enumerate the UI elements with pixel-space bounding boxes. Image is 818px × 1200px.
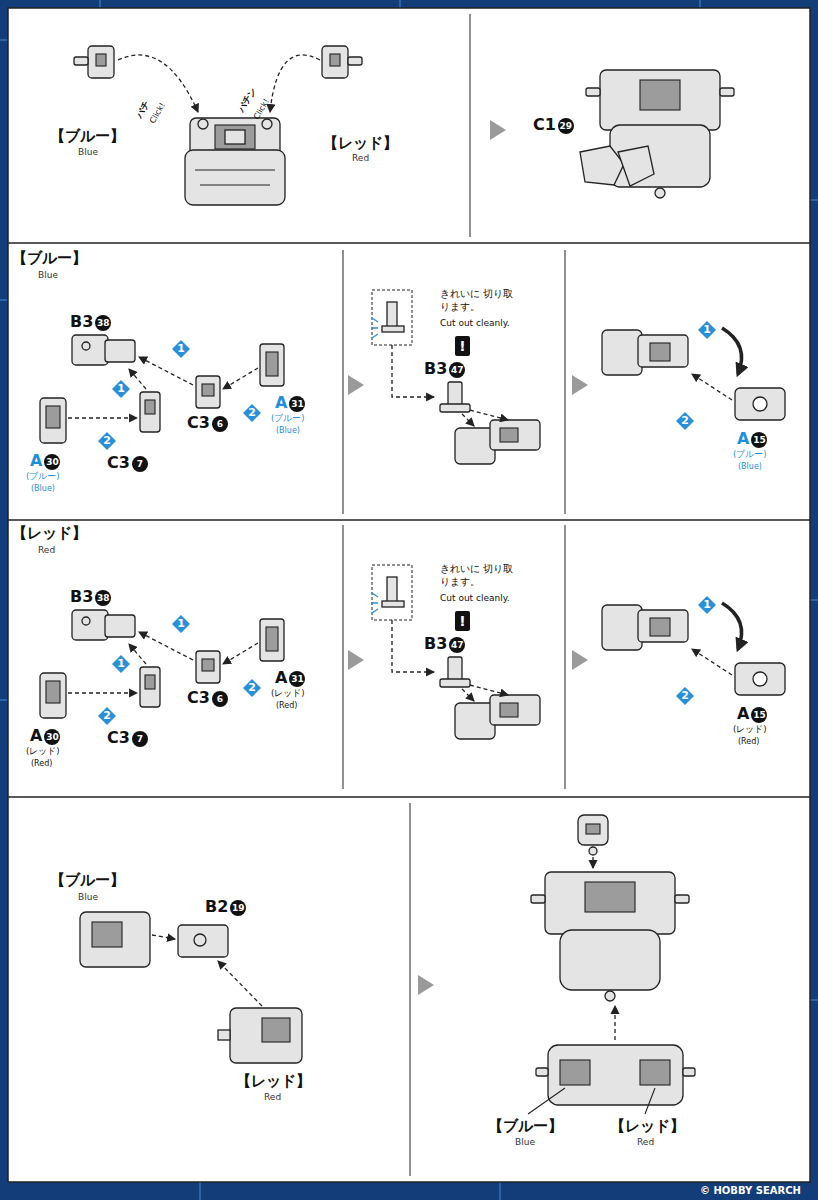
runner-letter: A: [275, 394, 287, 412]
runner-letter: B3: [424, 635, 447, 653]
color-label: 【レッド】: [610, 1118, 685, 1135]
color-label: 【ブルー】: [488, 1118, 563, 1135]
color-label-sub: (レッド): [26, 747, 60, 757]
color-label: 【ブルー】: [50, 872, 125, 889]
color-label-sub: (Red): [31, 759, 52, 768]
english-label: Blue: [515, 1137, 535, 1147]
color-label-sub: (Blue): [276, 426, 300, 435]
runner-letter: A: [275, 669, 287, 687]
color-label-sub: (Red): [738, 737, 759, 746]
runner-letter: C3: [107, 454, 130, 472]
color-label: 【ブルー】: [50, 128, 125, 145]
runner-letter: A: [30, 452, 42, 470]
english-label: Blue: [78, 147, 98, 157]
english-label: Red: [264, 1092, 281, 1102]
runner-letter: C3: [107, 729, 130, 747]
part-number: 7: [132, 731, 148, 747]
page-sheet: [8, 8, 810, 1182]
color-label: 【レッド】: [236, 1073, 311, 1090]
color-label: 【ブルー】: [12, 250, 87, 267]
color-label-sub: (Red): [276, 701, 297, 710]
english-label: Red: [38, 545, 55, 555]
part-number: 6: [212, 416, 228, 432]
color-label-sub: (Blue): [31, 484, 55, 493]
torso-armor-step: [580, 70, 734, 198]
warning-mark: !: [455, 336, 470, 356]
note-text: きれいに 切り取ります。: [440, 288, 516, 313]
runner-letter: B3: [70, 588, 93, 606]
english-label: Blue: [78, 892, 98, 902]
runner-letter: B2: [205, 898, 228, 916]
color-label-sub: (ブルー): [271, 414, 305, 424]
waist-assembly-steps: [80, 815, 695, 1114]
step-chevrons: [348, 120, 588, 995]
color-label-sub: (レッド): [733, 725, 767, 735]
color-label: 【レッド】: [12, 525, 87, 542]
runner-letter: A: [737, 430, 749, 448]
note-text: Cut out cleanly.: [440, 593, 510, 603]
color-label-sub: (ブルー): [733, 450, 767, 460]
color-label: 【レッド】: [323, 135, 398, 152]
watermark: © HOBBY SEARCH: [700, 1185, 801, 1197]
runner-letter: A: [30, 727, 42, 745]
runner-letter: B3: [424, 360, 447, 378]
part-number: 7: [132, 456, 148, 472]
note-text: きれいに 切り取ります。: [440, 563, 516, 588]
runner-letter: A: [737, 705, 749, 723]
color-label-sub: (ブルー): [26, 472, 60, 482]
arm-assembly-steps: [40, 290, 785, 464]
warning-mark: !: [455, 611, 470, 631]
color-label-sub: (レッド): [271, 689, 305, 699]
runner-letter: B3: [70, 313, 93, 331]
arm-assembly-steps: [40, 565, 785, 739]
part-number: 29: [558, 118, 574, 134]
runner-letter: C3: [187, 414, 210, 432]
english-label: Blue: [38, 270, 58, 280]
runner-letter: C3: [187, 689, 210, 707]
color-label-sub: (Blue): [738, 462, 762, 471]
runner-letter: C1: [533, 116, 556, 134]
note-text: Cut out cleanly.: [440, 318, 510, 328]
torso-assembly-step: [74, 46, 362, 205]
part-number: 6: [212, 691, 228, 707]
panel-dividers: [8, 14, 810, 1176]
english-label: Red: [352, 153, 369, 163]
english-label: Red: [637, 1137, 654, 1147]
